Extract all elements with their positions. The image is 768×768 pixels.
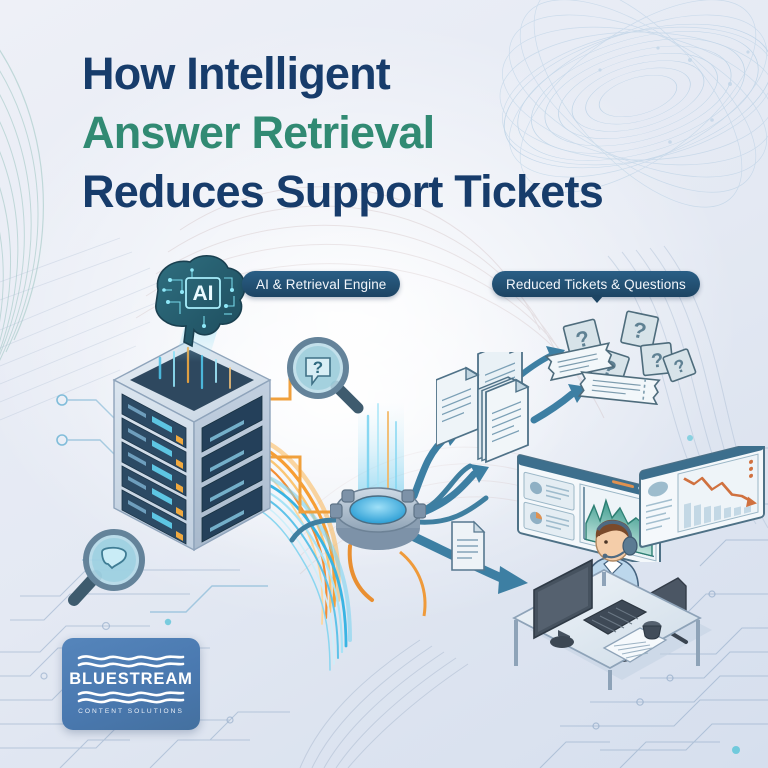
circuit-nodes-left-icon xyxy=(56,394,68,446)
badge-ai-retrieval-engine: AI & Retrieval Engine xyxy=(242,271,401,297)
pie-chart-icon xyxy=(536,511,542,520)
logo-tagline: CONTENT SOLUTIONS xyxy=(78,707,184,715)
badge-tickets-label: Reduced Tickets & Questions xyxy=(506,276,686,292)
brain-shape xyxy=(155,255,246,348)
desktop-monitor-icon xyxy=(533,558,593,648)
brain-circuit-lines xyxy=(164,270,235,326)
badge-reduced-tickets: Reduced Tickets & Questions xyxy=(492,271,700,303)
wave-lines-bottom-icon xyxy=(77,690,185,703)
screen-right-sidepanel xyxy=(646,481,672,531)
server-slot-group-left xyxy=(121,393,187,545)
magnifier-ring xyxy=(83,529,145,591)
document-single-icon xyxy=(451,520,486,571)
circuit-node-accent2-icon xyxy=(732,746,740,754)
keyboard-icon xyxy=(582,599,648,635)
hub-core xyxy=(349,495,407,525)
title-line-1: How Intelligent xyxy=(82,48,391,99)
flow-lines-bottom-icon xyxy=(299,639,469,768)
bluestream-logo: BLUESTREAM CONTENT SOLUTIONS xyxy=(62,638,200,730)
ticket-stub-group xyxy=(544,342,661,405)
magnifier-ring xyxy=(287,337,349,399)
brain-circuit-nodes xyxy=(162,268,234,328)
orange-connector-hub-icon xyxy=(399,550,427,617)
ticket-pile-icon: ? ? ? ? ? xyxy=(544,310,697,405)
support-agent-workstation-icon xyxy=(512,519,712,690)
coffee-cup-icon xyxy=(642,621,662,640)
screen-left-panels xyxy=(523,471,575,541)
declining-line-chart-icon xyxy=(677,453,759,533)
title-line-3: Reduces Support Tickets xyxy=(82,166,604,217)
ai-label-box xyxy=(185,277,221,309)
speech-bubble xyxy=(305,357,331,387)
magnifier-question-icon: ? xyxy=(287,337,364,414)
headset-band xyxy=(596,520,634,547)
circuit-node-accent-icon xyxy=(164,618,172,626)
donut-chart-icon xyxy=(648,481,668,497)
title-line-2: Answer Retrieval xyxy=(82,107,435,158)
hub-cable-orange-icon xyxy=(347,544,374,602)
logo-brand-name: BLUESTREAM xyxy=(69,669,193,688)
page-title: How Intelligent Answer Retrieval Reduces… xyxy=(82,44,692,221)
svg-text:?: ? xyxy=(650,350,664,373)
screen-titlebar xyxy=(518,455,660,500)
svg-text:?: ? xyxy=(573,325,592,353)
eye xyxy=(604,540,608,544)
circuit-node-accent3-icon xyxy=(687,435,693,441)
screen-titlebar xyxy=(640,446,764,480)
monitor-stand xyxy=(550,636,574,648)
data-hub-icon xyxy=(330,487,426,550)
flow-lines-left-icon xyxy=(0,49,44,361)
hub-cables-icon xyxy=(413,463,489,525)
question-mark: ? xyxy=(313,358,323,377)
document-page xyxy=(436,366,480,448)
ai-brain-icon: AI xyxy=(155,255,246,362)
svg-text:?: ? xyxy=(630,317,648,344)
avatar-icon xyxy=(530,481,542,495)
server-rack-icon xyxy=(112,339,272,552)
legend-dots xyxy=(749,459,753,478)
wave-lines-top-icon xyxy=(77,654,185,667)
hub-connector-lugs xyxy=(330,489,426,519)
badge-pointer-icon xyxy=(589,295,604,303)
desk-legs xyxy=(514,572,700,690)
headset-earcup xyxy=(622,536,638,556)
ai-label-text: AI xyxy=(193,282,214,305)
dashboard-screen-right[interactable] xyxy=(638,446,768,566)
chart-bars xyxy=(684,502,751,529)
trend-arrow xyxy=(746,496,757,508)
chat-bubble xyxy=(101,546,127,570)
document-stack xyxy=(477,376,530,464)
trend-line xyxy=(683,476,753,503)
documents-icon xyxy=(436,352,530,464)
badge-ai-label: AI & Retrieval Engine xyxy=(256,276,387,292)
magnifier-chat-icon xyxy=(68,529,145,606)
